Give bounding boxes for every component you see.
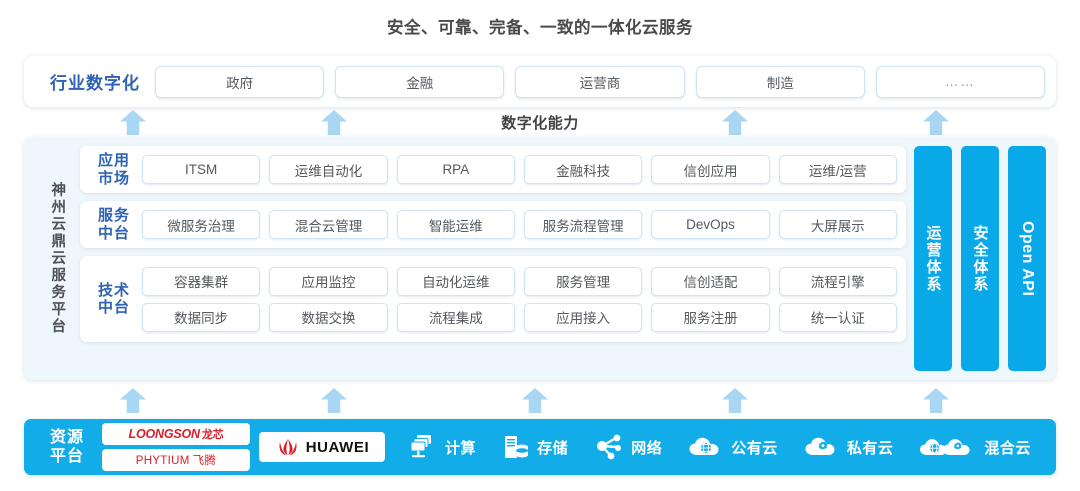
resource-item-public-cloud[interactable]: 公有云 [688,434,778,460]
logo-loongson-latin: LOONGSON [128,427,201,441]
resource-item-network[interactable]: 网络 [594,433,662,461]
network-icon [597,434,622,460]
industry-cells: 政府 金融 运营商 制造 …… [155,65,1046,98]
cell-service-process-management[interactable]: 服务流程管理 [523,210,643,239]
logo-huawei: HUAWEI [259,432,385,462]
cell-xinchuang-app[interactable]: 信创应用 [651,155,770,184]
cell-xinchuang-adaptation[interactable]: 信创适配 [651,266,770,296]
cell-container-cluster[interactable]: 容器集群 [142,266,261,296]
hybrid-cloud-icon [920,439,971,455]
logo-loongson-cn: 龙芯 [201,429,224,441]
cell-devops[interactable]: DevOps [651,210,770,239]
band-label-line2: 市场 [97,169,130,187]
pillar-operations-system[interactable]: 运营体系 [914,146,952,371]
cell-automated-ops[interactable]: 自动化运维 [396,266,515,296]
band-grid-service-platform: 微服务治理 混合云管理 智能运维 服务流程管理 DevOps 大屏展示 [142,210,897,239]
band-technology-platform: 技术 中台 容器集群 应用监控 自动化运维 服务管理 信创适配 流程引擎 数据同… [80,256,906,342]
cell-aiops[interactable]: 智能运维 [396,210,515,239]
band-line: 数据同步 数据交换 流程集成 应用接入 服务注册 统一认证 [142,302,897,332]
band-label-service-platform: 服务 中台 [86,207,142,242]
pillar-open-api[interactable]: Open API [1008,146,1046,371]
up-arrow-icon [923,388,949,413]
cloud-service-platform: 神州云鼎云服务平台 应用 市场 ITSM 运维自动化 RPA 金融科技 信创应用… [24,137,1056,380]
band-service-platform: 服务 中台 微服务治理 混合云管理 智能运维 服务流程管理 DevOps 大屏展… [80,201,906,248]
platform-vertical-label: 神州云鼎云服务平台 [49,182,66,335]
resource-item-label: 存储 [537,439,569,457]
band-application-market: 应用 市场 ITSM 运维自动化 RPA 金融科技 信创应用 运维/运营 [80,146,906,193]
cell-ops-automation[interactable]: 运维自动化 [269,155,388,184]
cell-data-exchange[interactable]: 数据交换 [269,302,388,332]
cell-unified-authentication[interactable]: 统一认证 [778,302,897,332]
cell-microservice-governance[interactable]: 微服务治理 [142,210,261,239]
capability-title: 数字化能力 [501,115,579,132]
band-line: ITSM 运维自动化 RPA 金融科技 信创应用 运维/运营 [142,155,897,184]
band-grid-technology-platform: 容器集群 应用监控 自动化运维 服务管理 信创适配 流程引擎 数据同步 数据交换… [142,266,897,332]
resource-item-label: 公有云 [731,439,778,457]
band-label-line2: 中台 [97,299,130,316]
resource-item-storage[interactable]: 存储 [502,433,568,461]
industry-item-manufacturing[interactable]: 制造 [695,65,865,98]
cell-data-sync[interactable]: 数据同步 [142,302,261,332]
platform-bands: 应用 市场 ITSM 运维自动化 RPA 金融科技 信创应用 运维/运营 [80,146,906,371]
band-label-line2: 中台 [97,224,130,242]
up-arrow-icon [321,388,347,413]
logo-huawei-text: HUAWEI [305,438,370,456]
industry-item-government[interactable]: 政府 [155,65,325,98]
cell-fintech[interactable]: 金融科技 [523,155,643,184]
resource-item-label: 计算 [445,439,477,457]
resource-item-hybrid-cloud[interactable]: 混合云 [919,434,1031,460]
resource-item-private-cloud[interactable]: 私有云 [804,434,894,460]
cell-process-engine[interactable]: 流程引擎 [778,266,897,296]
logo-phytium-cn: 飞腾 [192,455,217,467]
cell-rpa[interactable]: RPA [396,155,515,184]
up-arrow-icon [522,388,548,413]
resource-item-label: 混合云 [984,439,1031,457]
logo-phytium-latin: PHYTIUM [135,455,190,467]
industry-row-label: 行业数字化 [50,74,140,93]
page-title: 安全、可靠、完备、一致的一体化云服务 [387,19,693,37]
cell-ops-operations[interactable]: 运维/运营 [778,155,897,184]
pillar-security-system[interactable]: 安全体系 [961,146,999,371]
cell-process-integration[interactable]: 流程集成 [396,302,515,332]
storage-icon [505,436,529,458]
cell-itsm[interactable]: ITSM [142,155,261,184]
cell-application-monitoring[interactable]: 应用监控 [269,266,388,296]
band-line: 微服务治理 混合云管理 智能运维 服务流程管理 DevOps 大屏展示 [142,210,897,239]
resource-label-line2: 平台 [49,448,84,465]
private-cloud-icon [805,437,835,455]
industry-item-finance[interactable]: 金融 [335,65,505,98]
resource-item-compute[interactable]: 计算 [408,433,476,461]
band-label-line1: 应用 [97,152,130,170]
cell-dashboard-display[interactable]: 大屏展示 [778,210,897,239]
vertical-pillars: 运营体系 安全体系 Open API [906,146,1046,371]
up-arrow-icon [722,388,748,413]
resource-item-label: 私有云 [846,439,894,457]
band-label-application-market: 应用 市场 [86,152,142,187]
band-line: 容器集群 应用监控 自动化运维 服务管理 信创适配 流程引擎 [142,266,897,296]
industry-row: 行业数字化 政府 金融 运营商 制造 …… [24,56,1056,107]
up-arrow-icon [120,388,146,413]
industry-item-more[interactable]: …… [875,65,1046,98]
cell-service-management[interactable]: 服务管理 [523,266,643,296]
cell-hybrid-cloud-management[interactable]: 混合云管理 [269,210,388,239]
band-label-line1: 技术 [97,281,130,299]
resource-items: 计算 存储 [385,433,1044,461]
public-cloud-icon [689,437,719,455]
huawei-petal-icon [279,439,297,456]
cell-application-access[interactable]: 应用接入 [523,302,643,332]
cell-service-registry[interactable]: 服务注册 [651,302,770,332]
compute-icon [410,435,432,458]
resource-label-line1: 资源 [49,428,84,446]
resource-item-label: 网络 [631,439,663,457]
band-label-technology-platform: 技术 中台 [86,282,142,317]
industry-item-telecom[interactable]: 运营商 [515,65,685,98]
band-grid-application-market: ITSM 运维自动化 RPA 金融科技 信创应用 运维/运营 [142,155,897,184]
resource-platform-label: 资源 平台 [36,428,98,466]
band-label-line1: 服务 [97,207,130,225]
